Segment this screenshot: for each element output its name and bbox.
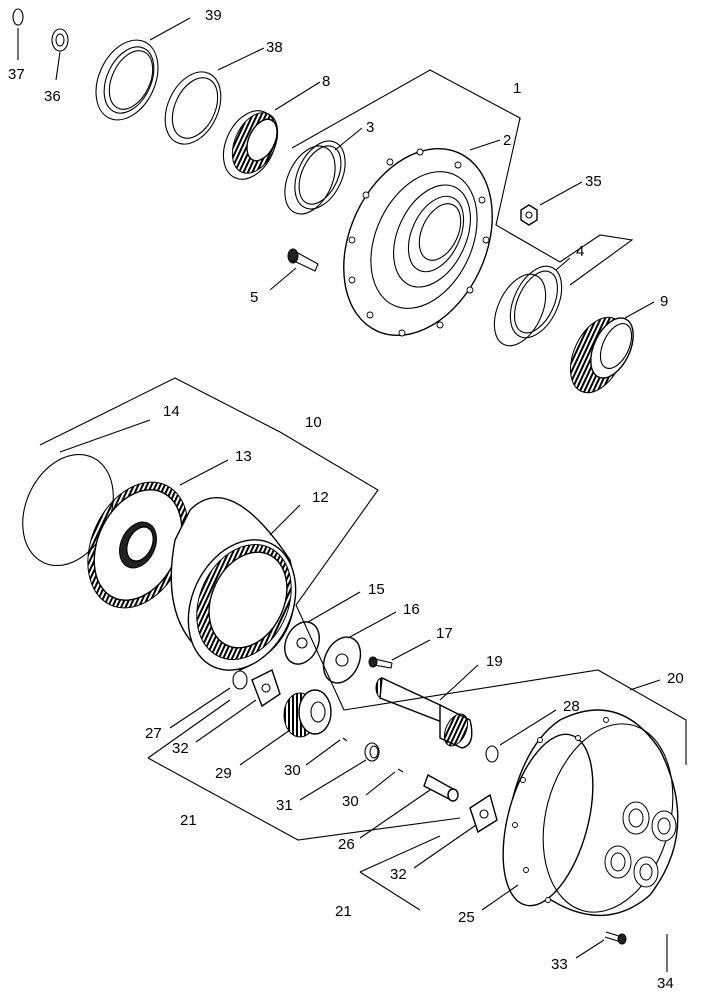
part-28-plug <box>485 745 499 763</box>
part-29-planet-gear <box>283 689 332 738</box>
part-17-bolt <box>368 656 393 669</box>
group-bracket-21 <box>147 699 461 841</box>
callout-33: 33 <box>551 956 568 973</box>
callout-28: 28 <box>563 698 580 715</box>
part-4-bearing-cup <box>493 265 563 347</box>
part-32-thrust-washer <box>251 669 281 708</box>
part-25-planet-carrier <box>502 709 679 917</box>
callout-30b: 30 <box>342 793 359 810</box>
part-38-ring <box>164 71 222 145</box>
callout-13: 13 <box>235 448 252 465</box>
callout-15: 15 <box>368 581 385 598</box>
callout-9: 9 <box>660 293 668 310</box>
callout-35: 35 <box>585 173 602 190</box>
part-27-ring <box>232 670 248 690</box>
callout-31: 31 <box>276 797 293 814</box>
callout-20: 20 <box>667 670 684 687</box>
callout-32b: 32 <box>390 866 407 883</box>
part-30-pin <box>342 737 348 742</box>
group-bracket-1 <box>291 69 634 286</box>
part-30-pin <box>397 768 404 773</box>
part-5-stud <box>287 248 319 272</box>
part-32-thrust-washer <box>469 793 498 834</box>
part-3-bearing-cup <box>284 140 346 215</box>
callout-17: 17 <box>436 625 453 642</box>
part-8-bearing-cone <box>222 110 279 180</box>
callout-3: 3 <box>366 119 374 136</box>
callout-19: 19 <box>486 653 503 670</box>
callout-12: 12 <box>312 489 329 506</box>
callout-16: 16 <box>403 601 420 618</box>
callout-5: 5 <box>250 289 258 306</box>
callout-21b: 21 <box>335 903 352 920</box>
callout-4: 4 <box>576 243 584 260</box>
part-33-bolt <box>604 931 627 945</box>
part-19-shaft <box>375 676 473 749</box>
part-9-bearing-cone <box>569 316 634 394</box>
part-37-snap-ring <box>12 8 24 26</box>
part-2-hub <box>343 147 493 337</box>
callout-26: 26 <box>338 836 355 853</box>
part-36-washer <box>51 28 69 52</box>
callout-10: 10 <box>305 414 322 431</box>
callout-37: 37 <box>8 66 25 83</box>
part-35-nut <box>520 204 538 226</box>
callout-1: 1 <box>513 80 521 97</box>
group-bracket-10 <box>39 377 379 711</box>
callout-39: 39 <box>205 7 222 24</box>
callout-8: 8 <box>322 73 330 90</box>
part-12-ring-gear <box>170 496 297 671</box>
callout-30a: 30 <box>284 762 301 779</box>
callout-32a: 32 <box>172 740 189 757</box>
callout-36: 36 <box>44 88 61 105</box>
callout-2: 2 <box>503 132 511 149</box>
callout-27: 27 <box>145 725 162 742</box>
part-26-planet-pin <box>423 773 459 802</box>
callout-29: 29 <box>215 765 232 782</box>
callout-14: 14 <box>163 403 180 420</box>
part-31-ring <box>364 742 380 762</box>
part-39-seal <box>95 39 159 121</box>
group-bracket-21b <box>359 835 441 911</box>
callout-38: 38 <box>266 39 283 56</box>
part-16-washer <box>322 636 362 684</box>
callout-34: 34 <box>657 975 674 992</box>
leader-lines <box>17 17 668 972</box>
callout-25: 25 <box>458 909 475 926</box>
callout-labels: 37 36 39 38 8 1 3 2 35 4 5 9 14 10 13 12… <box>8 7 684 992</box>
callout-21a: 21 <box>180 812 197 829</box>
group-bracket-20 <box>343 669 687 765</box>
